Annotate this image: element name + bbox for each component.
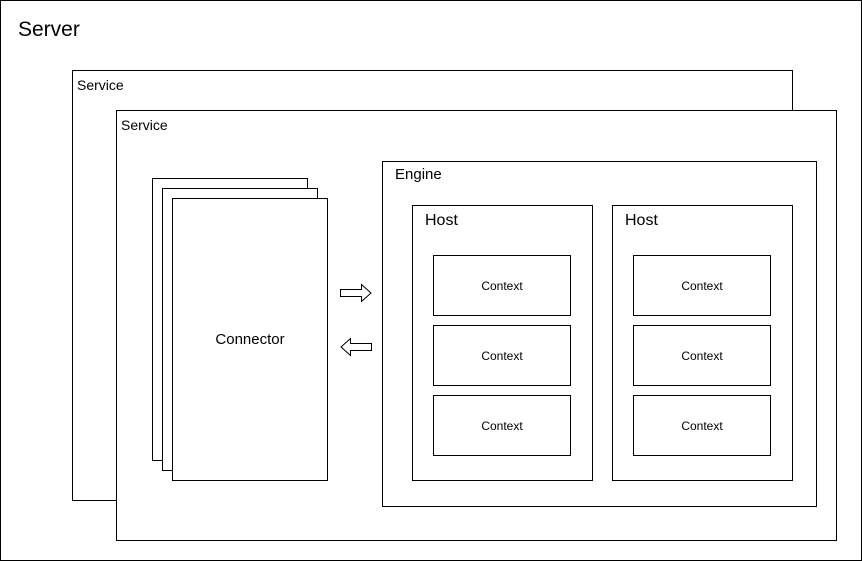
context-box: Context xyxy=(433,325,571,386)
host-label-2: Host xyxy=(625,212,658,229)
context-label: Context xyxy=(481,348,523,363)
context-box: Context xyxy=(433,395,571,456)
host-label-1: Host xyxy=(425,212,458,229)
arrow-right-icon xyxy=(340,283,372,303)
context-label: Context xyxy=(681,418,723,433)
context-label: Context xyxy=(681,348,723,363)
connector-box: Connector xyxy=(172,198,328,481)
context-box: Context xyxy=(633,395,771,456)
server-label: Server xyxy=(18,18,80,41)
engine-label: Engine xyxy=(395,166,442,183)
context-box: Context xyxy=(433,255,571,316)
context-label: Context xyxy=(481,278,523,293)
service-label-front: Service xyxy=(121,117,168,133)
arrow-left-icon xyxy=(340,337,372,357)
context-box: Context xyxy=(633,325,771,386)
context-label: Context xyxy=(681,278,723,293)
context-label: Context xyxy=(481,418,523,433)
service-label-back: Service xyxy=(77,77,124,93)
context-box: Context xyxy=(633,255,771,316)
connector-label: Connector xyxy=(215,331,285,348)
